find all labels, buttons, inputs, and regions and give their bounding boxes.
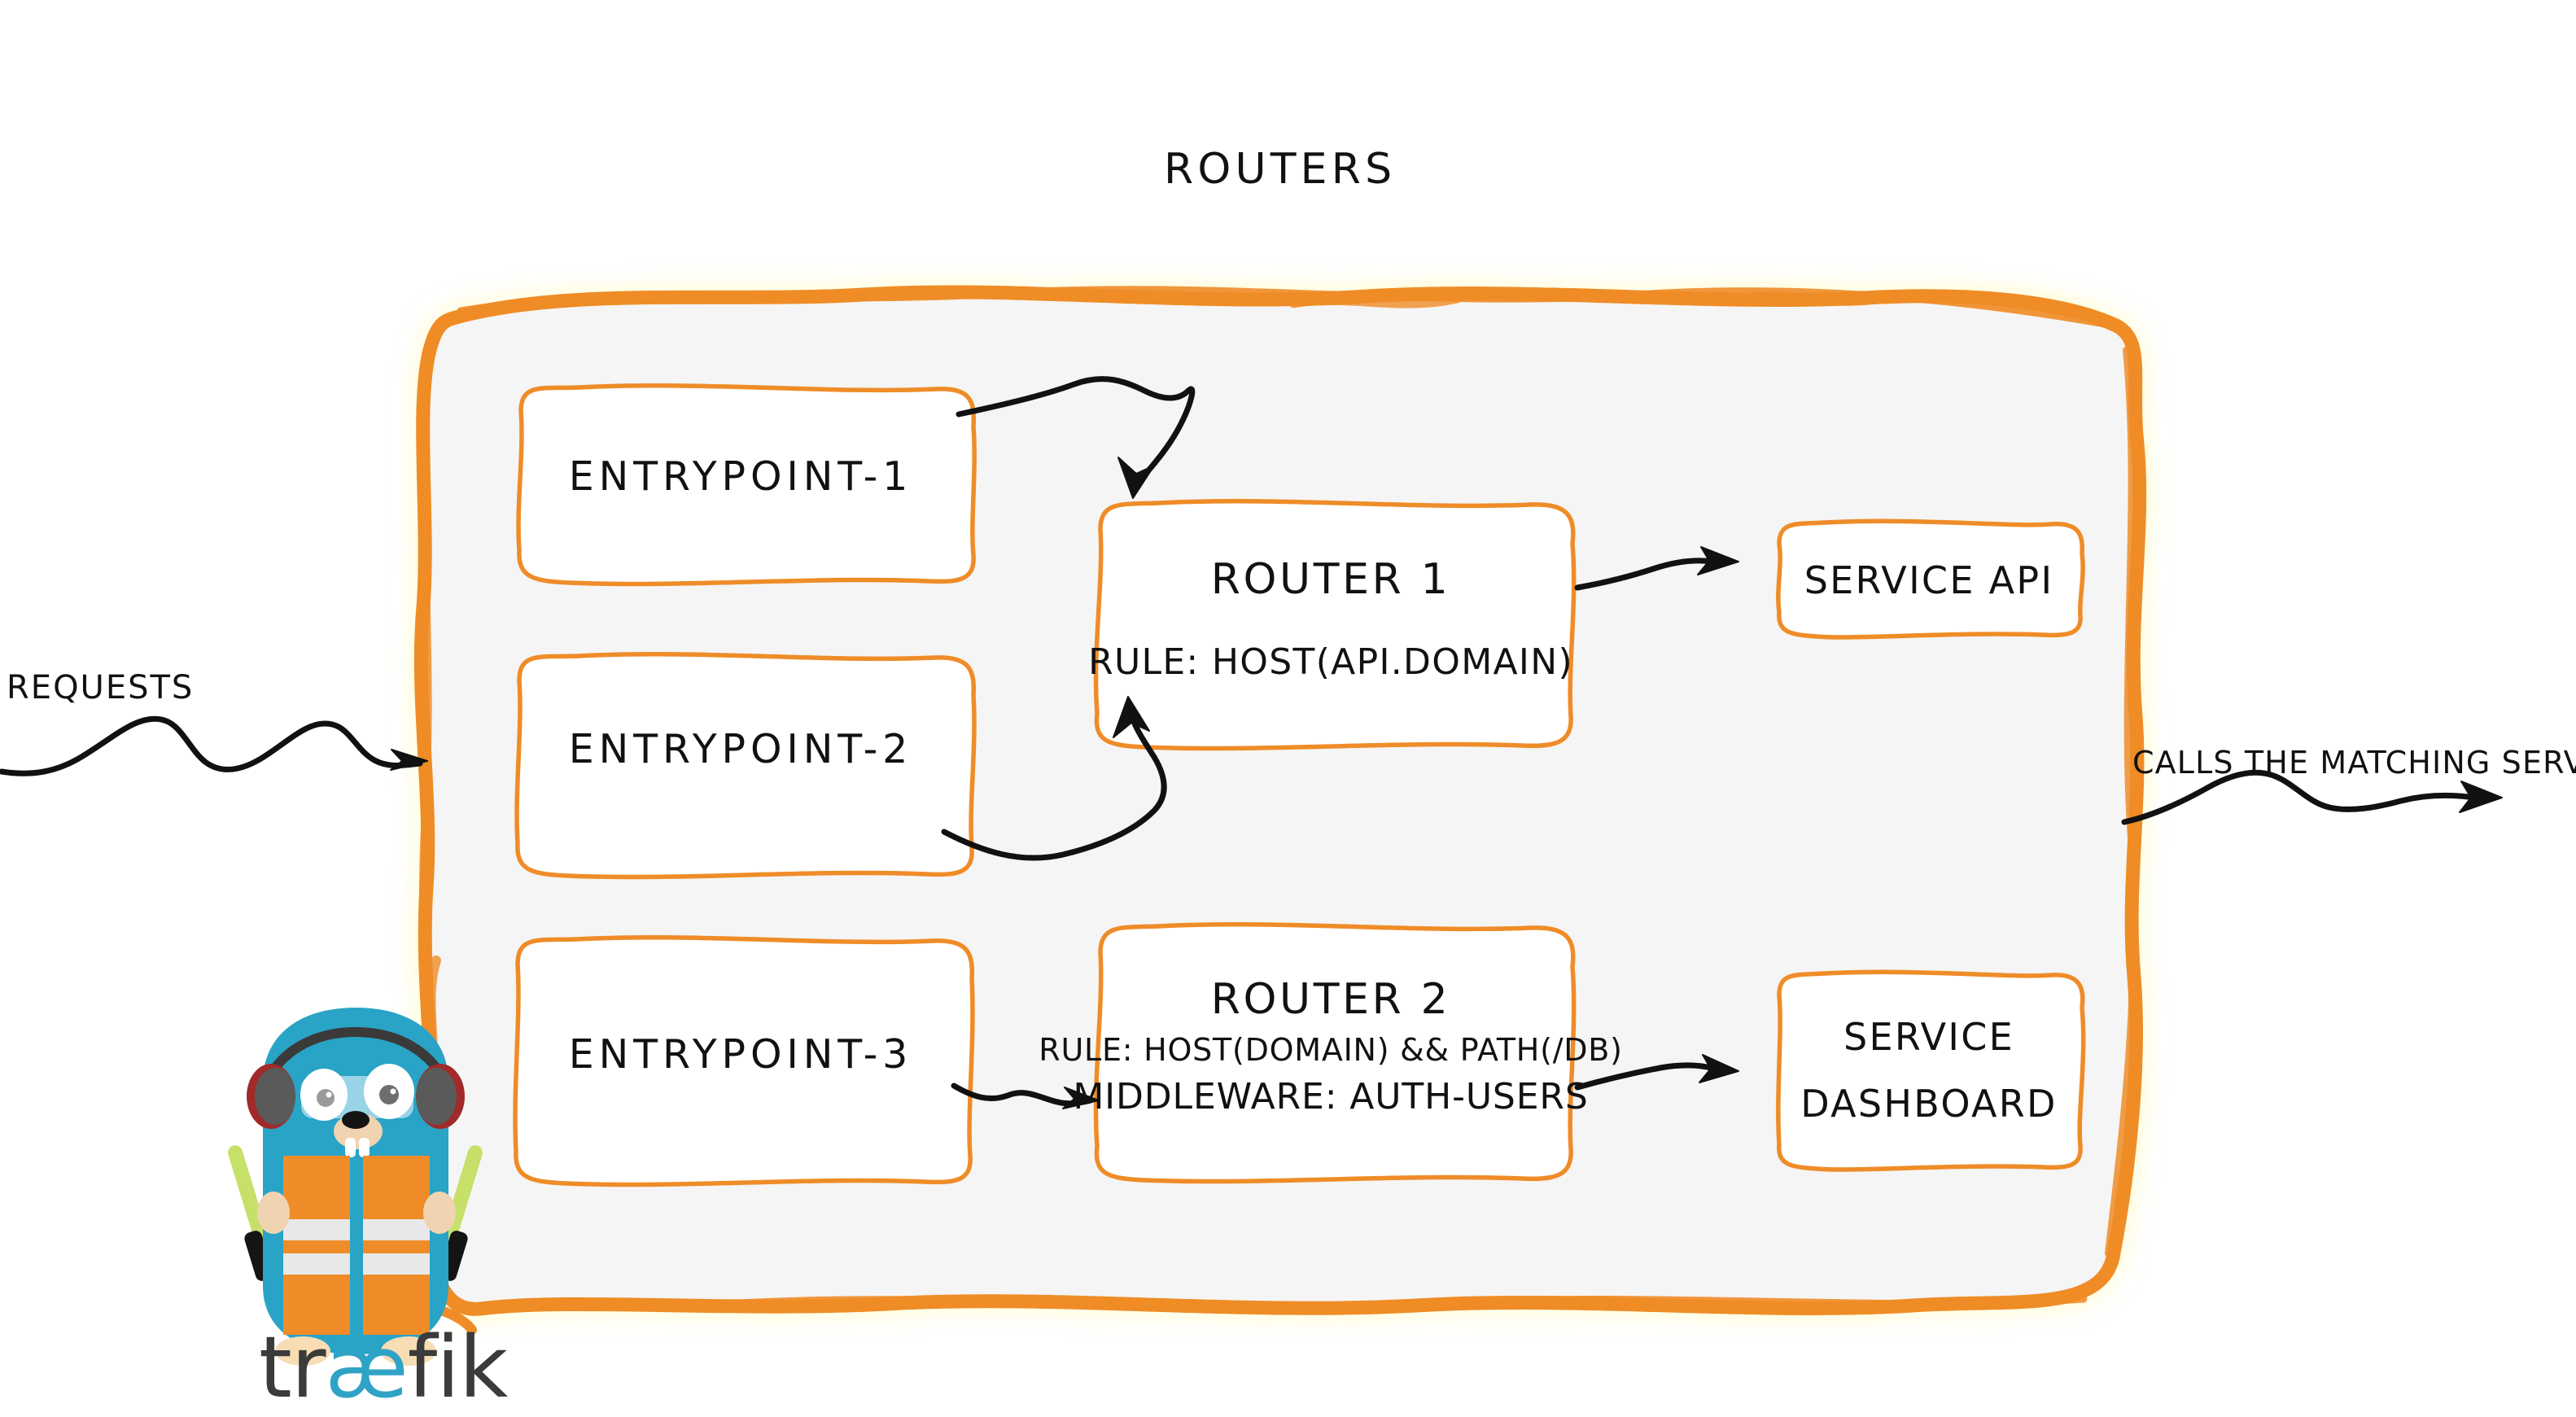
arrow-requests-in [0, 715, 428, 776]
router-2-label-wrap: Router 2 rule: Host(domain) && Path(/db)… [1039, 920, 1622, 1172]
router-1-name: Router 1 [1210, 554, 1451, 604]
entrypoint-2-box[interactable] [514, 651, 977, 880]
wand-left-icon [228, 1145, 273, 1281]
router-2-rule: rule: Host(domain) && Path(/db) [1039, 1031, 1623, 1068]
arrow-ep1-to-router1 [956, 376, 1196, 499]
router-1-box[interactable] [1093, 498, 1577, 751]
entrypoint-3-label-wrap: entrypoint-3 [513, 932, 969, 1176]
requests-annotation: Requests [7, 669, 195, 706]
router-2-box[interactable] [1093, 921, 1577, 1184]
traefik-logo-wordmark: træfik [259, 1325, 508, 1410]
arrow-router2-to-service-dashboard [1574, 1054, 1739, 1091]
entrypoint-2-label-wrap: entrypoint-2 [513, 643, 969, 855]
service-dashboard-label-line2: Dashboard [1800, 1082, 2058, 1126]
service-dashboard-box[interactable] [1776, 969, 2086, 1172]
arrow-ep3-to-router2 [951, 1082, 1100, 1109]
arrow-ep2-to-router1 [941, 696, 1167, 861]
logo-text-start: tr [259, 1318, 326, 1417]
entrypoint-1-label: entrypoint-1 [568, 453, 913, 500]
page-title: Routers [1164, 145, 1397, 194]
logo-ae-ligature: æ [325, 1318, 408, 1417]
router-2-middleware: Middleware: auth-users [1073, 1075, 1589, 1117]
entrypoint-3-label: entrypoint-3 [568, 1030, 913, 1078]
service-dashboard-label-line1: Service [1843, 1015, 2015, 1059]
entrypoint-3-box[interactable] [513, 934, 975, 1187]
service-api-label-wrap: Service API [1774, 525, 2084, 635]
wand-right-icon [439, 1145, 483, 1281]
entrypoint-2-label: entrypoint-2 [568, 725, 913, 772]
service-api-label: Service API [1804, 558, 2054, 602]
service-dashboard-label-wrap: Service Dashboard [1774, 977, 2084, 1164]
router-1-label-wrap: Router 1 rule: Host(api.domain) [1088, 496, 1572, 741]
service-api-box[interactable] [1776, 518, 2085, 640]
routers-panel [413, 285, 2147, 1316]
calls-matching-server-annotation: Calls the matching server [2132, 745, 2576, 781]
traefik-gopher-mascot [228, 1008, 483, 1366]
entrypoint-1-label-wrap: entrypoint-1 [513, 383, 969, 570]
arrow-router1-to-service-api [1574, 546, 1739, 591]
router-1-rule: rule: Host(api.domain) [1088, 641, 1573, 683]
entrypoint-1-box[interactable] [516, 383, 977, 587]
router-2-name: Router 2 [1210, 974, 1451, 1024]
logo-text-end: fik [407, 1318, 509, 1417]
